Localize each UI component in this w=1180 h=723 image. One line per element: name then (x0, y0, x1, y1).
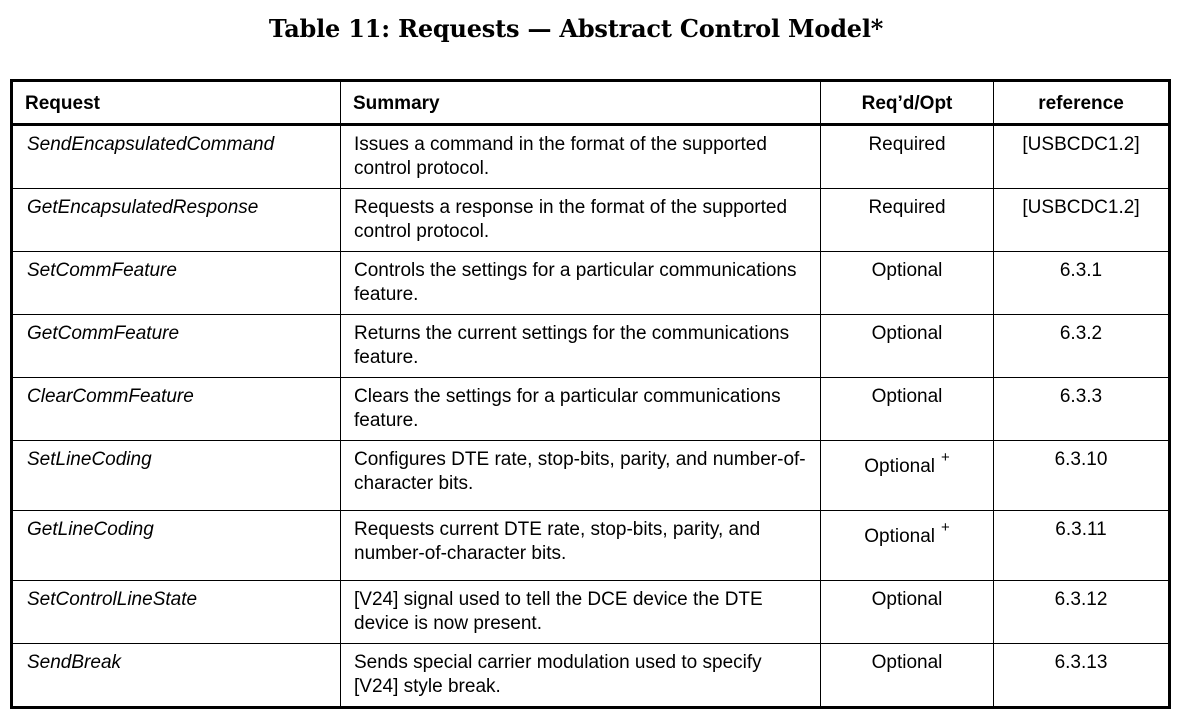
table-row: ClearCommFeature Clears the settings for… (11, 377, 1170, 441)
table-row: GetCommFeature Returns the current setti… (11, 314, 1170, 378)
request-summary: Requests a response in the format of the… (340, 188, 821, 252)
request-reqopt: Required (820, 124, 994, 189)
request-reference: 6.3.3 (993, 377, 1170, 441)
request-name: GetCommFeature (11, 314, 341, 378)
request-name: GetEncapsulatedResponse (11, 188, 341, 252)
table-row: GetLineCoding Requests current DTE rate,… (11, 510, 1170, 581)
table-row: SendBreak Sends special carrier modulati… (11, 643, 1170, 708)
request-reference: 6.3.1 (993, 251, 1170, 315)
request-name: SendBreak (11, 643, 341, 708)
request-reqopt: Required (820, 188, 994, 252)
header-reqopt: Req’d/Opt (820, 80, 994, 126)
request-reqopt: Optional (820, 251, 994, 315)
request-summary: Clears the settings for a particular com… (340, 377, 821, 441)
request-reqopt-cell: Optional + (820, 440, 994, 511)
table-title: Table 11: Requests — Abstract Control Mo… (268, 14, 884, 43)
request-reference: [USBCDC1.2] (993, 188, 1170, 252)
header-reference: reference (993, 80, 1170, 126)
table-row: SetControlLineState [V24] signal used to… (11, 580, 1170, 644)
request-name: SetCommFeature (11, 251, 341, 315)
request-name: SetLineCoding (11, 440, 341, 511)
request-reqopt: Optional (820, 643, 994, 708)
header-summary: Summary (340, 80, 821, 126)
request-reference: 6.3.12 (993, 580, 1170, 644)
table-row: SendEncapsulatedCommand Issues a command… (11, 124, 1170, 189)
table-row: SetLineCoding Configures DTE rate, stop-… (11, 440, 1170, 511)
request-reference: [USBCDC1.2] (993, 124, 1170, 189)
request-summary: Configures DTE rate, stop-bits, parity, … (340, 440, 821, 511)
request-reqopt-cell: Optional + (820, 510, 994, 581)
header-row: Request Summary Req’d/Opt reference (11, 80, 1170, 126)
request-reqopt: Optional (820, 314, 994, 378)
plus-footnote-mark: + (941, 449, 950, 466)
request-reference: 6.3.10 (993, 440, 1170, 511)
request-summary: [V24] signal used to tell the DCE device… (340, 580, 821, 644)
requests-table: Request Summary Req’d/Opt reference Send… (10, 79, 1171, 709)
request-reqopt: Optional (864, 456, 935, 477)
request-summary: Issues a command in the format of the su… (340, 124, 821, 189)
request-reference: 6.3.11 (993, 510, 1170, 581)
request-name: GetLineCoding (11, 510, 341, 581)
table-row: GetEncapsulatedResponse Requests a respo… (11, 188, 1170, 252)
request-reqopt: Optional (820, 377, 994, 441)
plus-footnote-mark: + (941, 519, 950, 536)
request-summary: Returns the current settings for the com… (340, 314, 821, 378)
request-reqopt: Optional (820, 580, 994, 644)
request-name: SendEncapsulatedCommand (11, 124, 341, 189)
request-reference: 6.3.2 (993, 314, 1170, 378)
request-summary: Controls the settings for a particular c… (340, 251, 821, 315)
header-request: Request (11, 80, 341, 126)
request-name: SetControlLineState (11, 580, 341, 644)
request-summary: Requests current DTE rate, stop-bits, pa… (340, 510, 821, 581)
table-row: SetCommFeature Controls the settings for… (11, 251, 1170, 315)
request-name: ClearCommFeature (11, 377, 341, 441)
request-reference: 6.3.13 (993, 643, 1170, 708)
request-summary: Sends special carrier modulation used to… (340, 643, 821, 708)
request-reqopt: Optional (864, 526, 935, 547)
